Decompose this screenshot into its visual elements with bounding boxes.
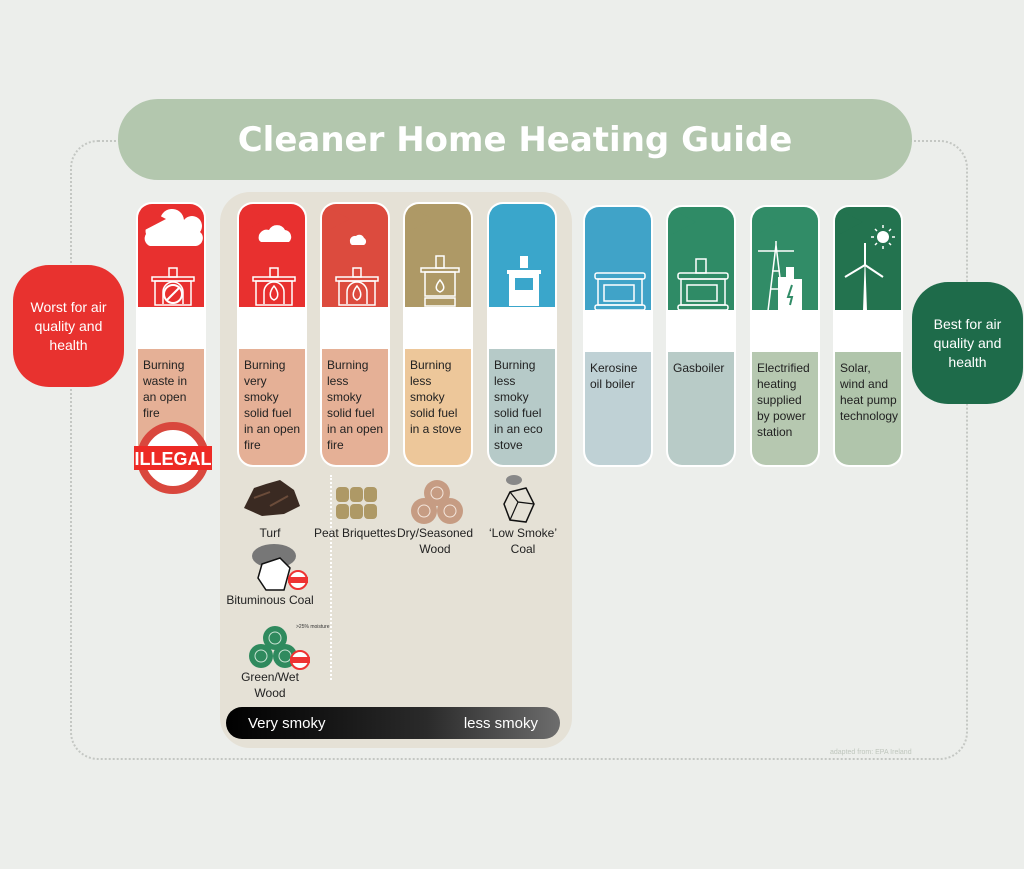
card-illustration <box>239 204 305 307</box>
fireplace-big-smoke-icon <box>252 225 296 306</box>
stove-icon <box>420 255 460 307</box>
fireplace-small-smoke-icon <box>335 234 379 306</box>
card-label: Burning less smoky solid fuel in an open… <box>322 349 388 465</box>
arrow-band <box>752 209 818 352</box>
scale-right-label: less smoky <box>463 714 538 732</box>
play-arrow-icon <box>408 206 433 232</box>
play-arrow-icon <box>242 206 267 232</box>
dry-wood-icon <box>411 480 463 524</box>
play-arrow-icon <box>755 209 780 235</box>
play-arrow-icon <box>492 206 517 232</box>
bituminous-coal-icon <box>252 544 308 591</box>
play-arrow-icon <box>588 209 613 235</box>
arrow-band <box>322 206 388 349</box>
arrow-band <box>138 206 204 349</box>
svg-text:ILLEGAL: ILLEGAL <box>135 449 212 469</box>
fuel-label: Peat Briquettes <box>313 526 397 540</box>
moisture-note: >25% moisture <box>296 624 330 630</box>
arrow-band <box>489 206 555 349</box>
turf-icon <box>244 480 300 516</box>
card-label: Gasboiler <box>668 352 734 465</box>
peat-briquettes-icon <box>336 487 377 519</box>
arrow-band <box>835 209 901 352</box>
fuel-label: Turf <box>259 526 281 540</box>
arrow-band <box>668 209 734 352</box>
fuel-label: Green/Wet Wood <box>241 670 299 700</box>
heating-option-card: Kerosine oil boiler <box>583 205 653 467</box>
wind-solar-icon <box>844 225 895 310</box>
fuel-label: Bituminous Coal <box>226 593 314 607</box>
heating-option-card: Gasboiler <box>666 205 736 467</box>
heating-option-card: Solar, wind and heat pump technology <box>833 205 903 467</box>
scale-left-label: Very smoky <box>248 714 326 732</box>
illegal-badge: ILLEGAL <box>134 422 212 494</box>
no-burning-fireplace-icon <box>144 208 203 306</box>
card-label: Kerosine oil boiler <box>585 352 651 465</box>
smokiness-scale: Very smoky less smoky <box>226 707 560 739</box>
fuel-label: Dry/Seasoned Wood <box>396 526 474 556</box>
card-label: Electrified heating supplied by power st… <box>752 352 818 465</box>
eco-stove-icon <box>507 256 541 306</box>
power-station-icon <box>758 241 802 310</box>
wet-wood-icon <box>249 626 310 670</box>
play-arrow-icon <box>838 209 863 235</box>
play-arrow-icon <box>671 209 696 235</box>
heating-option-card: Electrified heating supplied by power st… <box>750 205 820 467</box>
gas-boiler-icon <box>677 258 729 310</box>
card-label: Burning less smoky solid fuel in a stove <box>405 349 471 465</box>
divider <box>330 475 332 680</box>
heating-option-card: Burning very smoky solid fuel in an open… <box>237 202 307 467</box>
fuel-label: ‘Low Smoke’ Coal <box>488 526 558 556</box>
page-title: Cleaner Home Heating Guide <box>118 99 912 180</box>
card-illustration <box>405 204 471 307</box>
heating-option-card: Burning less smoky solid fuel in an eco … <box>487 202 557 467</box>
heating-option-card: Burning less smoky solid fuel in an open… <box>320 202 390 467</box>
arrow-band <box>239 206 305 349</box>
arrow-band <box>585 209 651 352</box>
card-illustration <box>752 207 818 310</box>
heating-option-card: Burning less smoky solid fuel in a stove <box>403 202 473 467</box>
play-arrow-icon <box>325 206 350 232</box>
best-label: Best for air quality and health <box>912 282 1023 404</box>
worst-label: Worst for air quality and health <box>13 265 124 387</box>
card-label: Burning very smoky solid fuel in an open… <box>239 349 305 465</box>
play-arrow-icon <box>141 206 166 232</box>
arrow-band <box>405 206 471 349</box>
card-label: Solar, wind and heat pump technology <box>835 352 901 465</box>
oil-boiler-icon <box>594 272 646 310</box>
card-label: Burning less smoky solid fuel in an eco … <box>489 349 555 465</box>
low-smoke-coal-icon <box>503 475 535 523</box>
credit: adapted from: EPA Ireland <box>830 749 912 756</box>
